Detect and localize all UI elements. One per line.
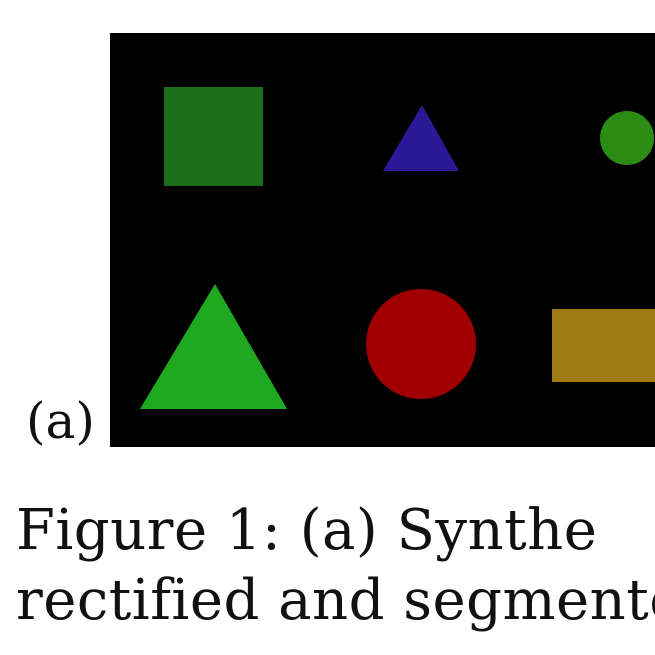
red-circle	[366, 289, 476, 399]
caption-line-2: rectified and segmente	[16, 568, 655, 633]
shapes-canvas	[140, 87, 655, 409]
dark-green-square	[164, 87, 263, 186]
gold-rectangle	[552, 309, 655, 382]
synthetic-image-panel	[110, 33, 655, 447]
blue-triangle	[383, 105, 459, 171]
green-triangle	[140, 284, 287, 409]
caption-line-1: Figure 1: (a) Synthe	[16, 498, 598, 563]
green-circle	[600, 111, 654, 165]
panel-label: (a)	[26, 392, 95, 450]
